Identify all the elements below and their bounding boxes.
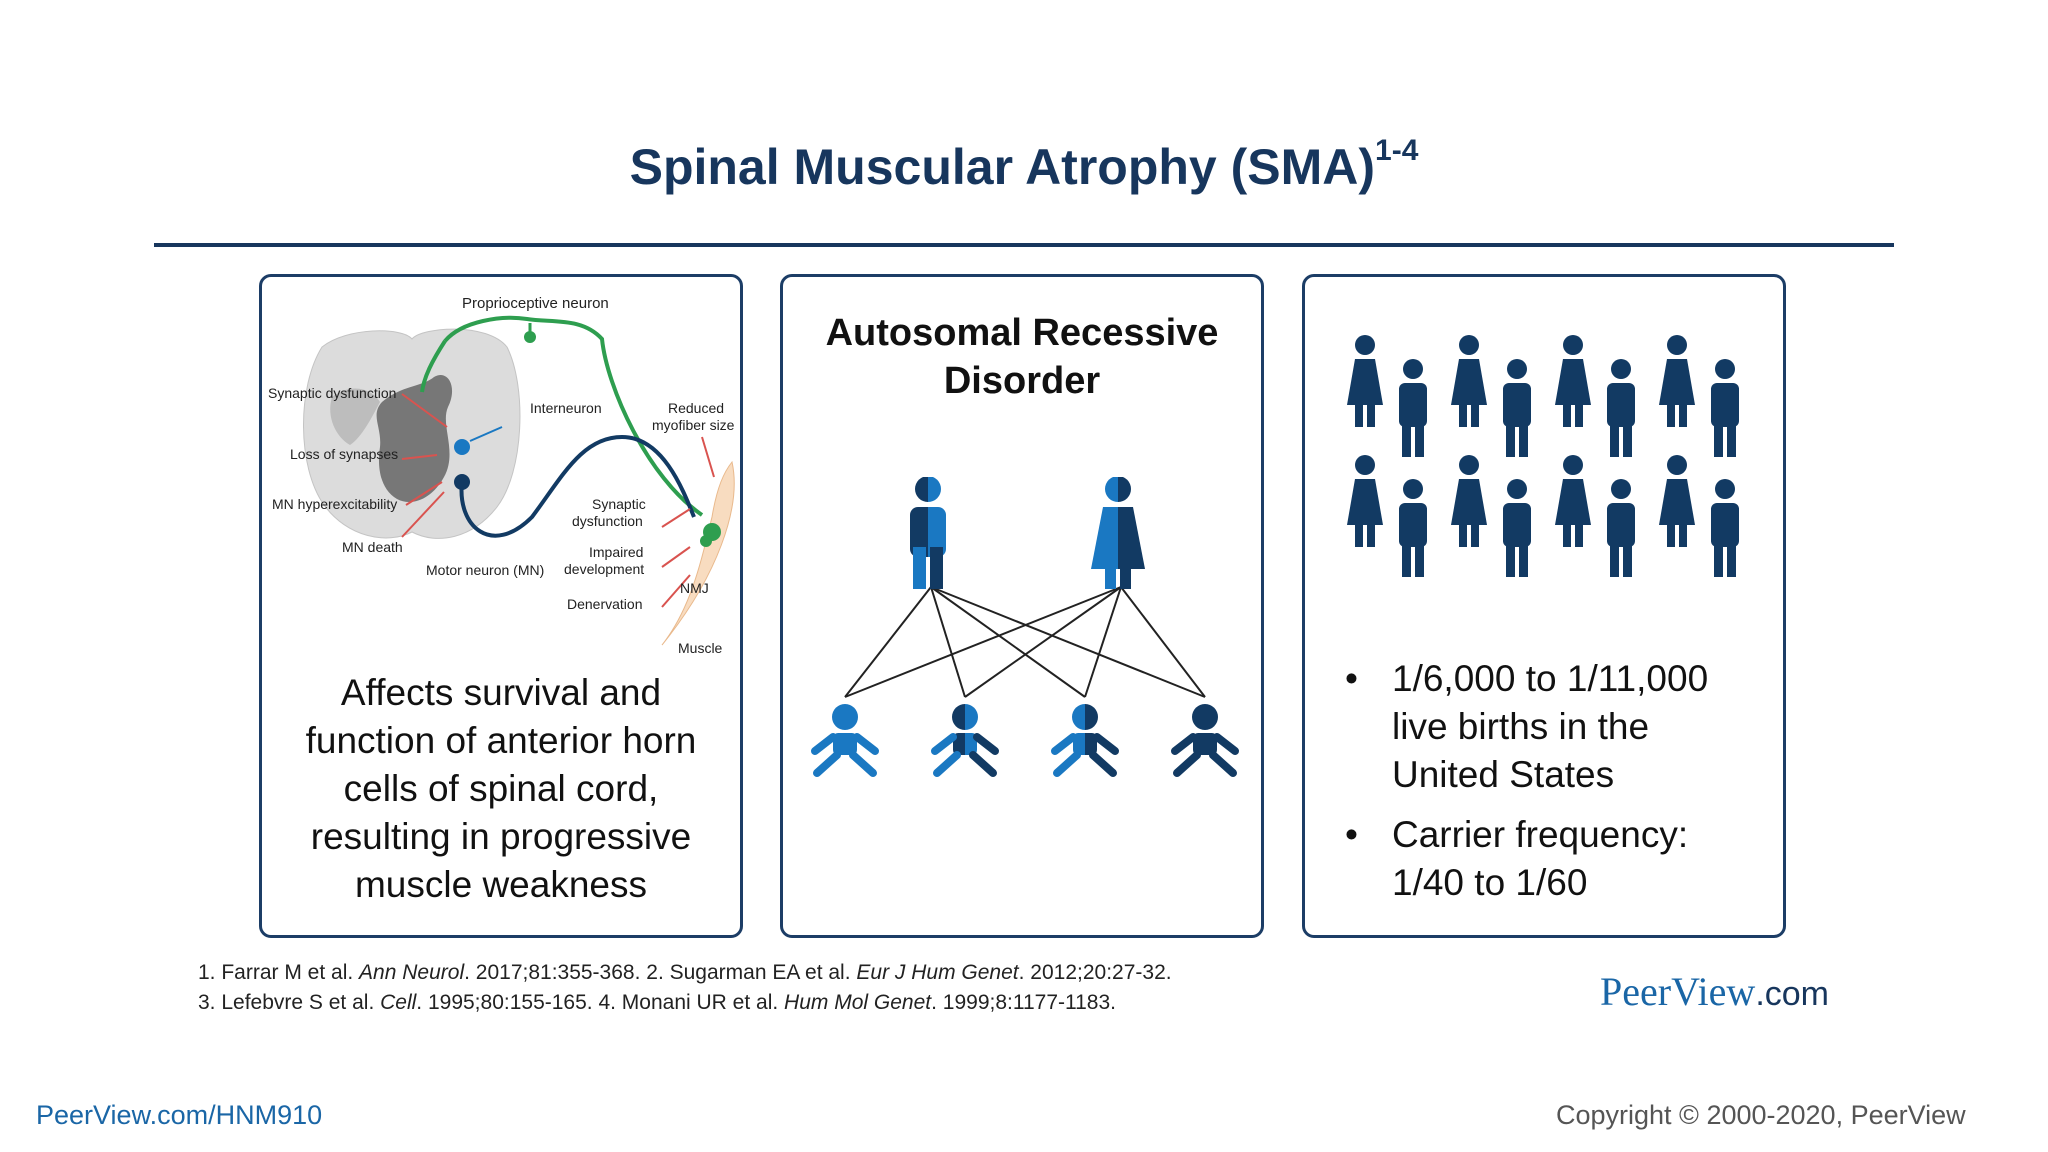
ref-journal: Hum Mol Genet xyxy=(784,991,932,1014)
population-row-2 xyxy=(1347,455,1739,577)
ref-journal: Eur J Hum Genet xyxy=(856,961,1019,984)
label-reduced: Reduced xyxy=(668,400,724,416)
mother-icon xyxy=(1091,477,1145,589)
label-synaptic-dysfunction: Synaptic dysfunction xyxy=(268,385,396,401)
inheritance-panel: Autosomal Recessive Disorder xyxy=(780,274,1264,938)
child-icon-carrier xyxy=(931,704,999,777)
description-line: function of anterior horn xyxy=(305,720,697,761)
title-superscript: 1-4 xyxy=(1375,134,1419,167)
label-dysfunction: dysfunction xyxy=(572,513,643,529)
population-icons xyxy=(1347,335,1739,577)
ref-seg: 3. Lefebvre S et al. xyxy=(198,991,381,1014)
label-mn-death: MN death xyxy=(342,539,403,555)
bullet-line: 1/40 to 1/60 xyxy=(1392,862,1588,903)
inheritance-diagram xyxy=(811,477,1239,777)
label-denervation: Denervation xyxy=(567,596,643,612)
reference-line-1: 1. Farrar M et al. Ann Neurol. 2017;81:3… xyxy=(198,958,1172,988)
bullet-line: live births in the xyxy=(1392,706,1650,747)
label-mn-hyper: MN hyperexcitability xyxy=(272,496,397,512)
ref-journal: Ann Neurol xyxy=(359,961,465,984)
inheritance-title-line: Autosomal Recessive xyxy=(825,312,1219,354)
slide-title-text: Spinal Muscular Atrophy (SMA) xyxy=(629,139,1376,195)
label-loss-synapses: Loss of synapses xyxy=(290,446,398,462)
bullet-dot: • xyxy=(1345,814,1358,855)
muscle-shape xyxy=(661,460,735,646)
child-icon-carrier xyxy=(1051,704,1119,777)
pathology-panel: Proprioceptive neuron Synaptic dysfuncti… xyxy=(259,274,743,938)
interneuron-soma xyxy=(454,439,470,455)
peerview-logo: PeerView.com xyxy=(1600,968,1829,1015)
gray-matter xyxy=(376,375,453,503)
slide-title: Spinal Muscular Atrophy (SMA)1-4 xyxy=(0,134,2048,196)
label-synaptic: Synaptic xyxy=(592,496,646,512)
references: 1. Farrar M et al. Ann Neurol. 2017;81:3… xyxy=(198,958,1172,1018)
ref-journal: Cell xyxy=(380,991,417,1014)
label-interneuron: Interneuron xyxy=(530,400,602,416)
ref-seg: . 2012;20:27-32. xyxy=(1018,961,1172,984)
label-proprioceptive: Proprioceptive neuron xyxy=(462,295,609,312)
motor-neuron-axon xyxy=(459,434,696,538)
label-development: development xyxy=(564,561,644,577)
bullet-item: • Carrier frequency: 1/40 to 1/60 xyxy=(1345,811,1765,907)
title-divider xyxy=(154,243,1894,247)
father-icon xyxy=(910,477,946,589)
pathology-description: Affects survival and function of anterio… xyxy=(262,669,740,909)
label-myofiber: myofiber size xyxy=(652,417,735,433)
ref-seg: . 1995;80:155-165. 4. Monani UR et al. xyxy=(416,991,785,1014)
bullet-item: • 1/6,000 to 1/11,000 live births in the… xyxy=(1345,655,1765,799)
logo-name: PeerView xyxy=(1600,969,1756,1014)
bullet-dot: • xyxy=(1345,658,1358,699)
gray-matter-light xyxy=(330,388,380,445)
label-motor-neuron: Motor neuron (MN) xyxy=(426,562,544,578)
child-icon-affected xyxy=(1171,704,1239,777)
ref-seg: 1. Farrar M et al. xyxy=(198,961,360,984)
inheritance-title-line: Disorder xyxy=(943,360,1101,402)
footer-copyright: Copyright © 2000-2020, PeerView xyxy=(1556,1100,1966,1130)
description-line: resulting in progressive xyxy=(310,816,692,857)
proprioceptive-neuron-path xyxy=(443,315,704,517)
epidemiology-panel: • 1/6,000 to 1/11,000 live births in the… xyxy=(1302,274,1786,938)
bullet-line: 1/6,000 to 1/11,000 xyxy=(1392,658,1709,699)
ref-seg: . 2017;81:355-368. 2. Sugarman EA et al. xyxy=(464,961,857,984)
child-icon-unaffected xyxy=(811,704,879,777)
label-impaired: Impaired xyxy=(589,544,643,560)
description-line: muscle weakness xyxy=(354,864,647,905)
ref-seg: . 1999;8:1177-1183. xyxy=(931,991,1116,1014)
footer-url-link[interactable]: PeerView.com/HNM910 xyxy=(36,1100,323,1130)
description-line: cells of spinal cord, xyxy=(343,768,659,809)
label-nmj: NMJ xyxy=(680,580,709,596)
label-muscle: Muscle xyxy=(678,640,723,656)
logo-domain: .com xyxy=(1755,975,1829,1013)
bullet-line: Carrier frequency: xyxy=(1392,814,1689,855)
reference-line-2: 3. Lefebvre S et al. Cell. 1995;80:155-1… xyxy=(198,988,1172,1018)
bullet-line: United States xyxy=(1392,754,1615,795)
inheritance-title: Autosomal Recessive Disorder xyxy=(783,309,1261,405)
epidemiology-bullets: • 1/6,000 to 1/11,000 live births in the… xyxy=(1345,655,1765,919)
description-line: Affects survival and xyxy=(340,672,662,713)
spinal-cord-diagram: Proprioceptive neuron Synaptic dysfuncti… xyxy=(268,295,735,656)
population-row-1 xyxy=(1347,335,1739,457)
